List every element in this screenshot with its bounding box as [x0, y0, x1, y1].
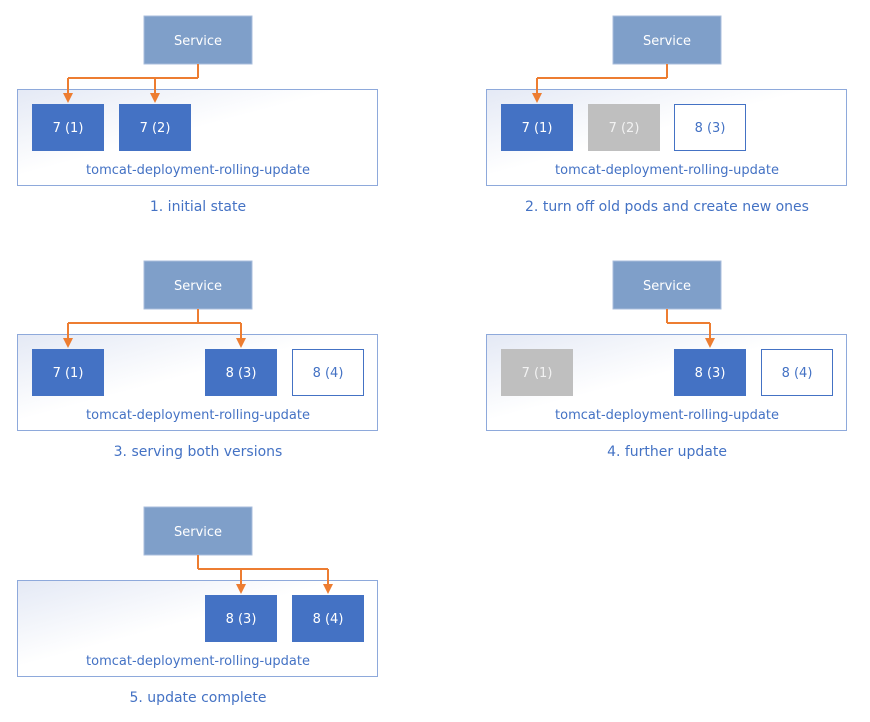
- pod-active: [674, 349, 746, 396]
- pod-label: 7 (1): [522, 366, 553, 381]
- pod-label: 7 (1): [53, 366, 84, 381]
- pod-active: [292, 595, 364, 642]
- service-label: Service: [174, 279, 222, 294]
- panel-caption: 3. serving both versions: [114, 444, 283, 460]
- pod-label: 8 (4): [782, 366, 813, 381]
- panel-1: Service 7 (1) 7 (2) tomcat-deployment-rolli…: [17, 15, 378, 215]
- pod-label: 7 (1): [522, 121, 553, 136]
- pod-active: [205, 349, 277, 396]
- arrow-head-icon: [63, 338, 73, 348]
- pod-active: [205, 595, 277, 642]
- pod-new: [674, 104, 746, 151]
- connector-line: [197, 555, 328, 570]
- pod-active: [501, 104, 573, 151]
- panel-caption: 4. further update: [607, 444, 727, 460]
- pod-label: 8 (3): [695, 366, 726, 381]
- service-label: Service: [643, 34, 691, 49]
- panel-5: Service 8 (3) 8 (4) tomcat-deployment-rolli…: [17, 506, 378, 706]
- service-box: [612, 260, 722, 310]
- pod-label: 8 (4): [313, 612, 344, 627]
- connector-line: [537, 64, 668, 79]
- pod-label: 7 (2): [609, 121, 640, 136]
- deployment-label: tomcat-deployment-rolling-update: [86, 163, 310, 178]
- service-label: Service: [174, 525, 222, 540]
- pod-label: 7 (1): [53, 121, 84, 136]
- arrow-head-icon: [63, 93, 73, 103]
- service-box: [143, 15, 253, 65]
- panel-2: Service 7 (1) 7 (2) 8 (3) tomcat-deployment-…: [486, 15, 847, 215]
- panel-3: Service 7 (1) 8 (3) 8 (4) tomcat-deployment-…: [17, 260, 378, 460]
- pod-label: 8 (4): [313, 366, 344, 381]
- pod-label: 8 (3): [226, 366, 257, 381]
- deployment-label: tomcat-deployment-rolling-update: [555, 163, 779, 178]
- arrow-head-icon: [532, 93, 542, 103]
- pod-label: 8 (3): [226, 612, 257, 627]
- panel-caption: 1. initial state: [150, 199, 246, 215]
- pod-label: 7 (2): [140, 121, 171, 136]
- pod-active: [119, 104, 191, 151]
- pod-old: [588, 104, 660, 151]
- arrow-head-icon: [236, 584, 246, 594]
- service-box: [143, 260, 253, 310]
- pod-label: 8 (3): [695, 121, 726, 136]
- pod-new: [761, 349, 833, 396]
- arrow-head-icon: [236, 338, 246, 348]
- pod-active: [32, 104, 104, 151]
- connector-line: [68, 64, 199, 79]
- arrow-head-icon: [150, 93, 160, 103]
- arrow-head-icon: [705, 338, 715, 348]
- arrow-head-icon: [323, 584, 333, 594]
- panel-caption: 2. turn off old pods and create new ones: [525, 199, 809, 215]
- deployment-label: tomcat-deployment-rolling-update: [86, 654, 310, 669]
- connector-line: [68, 309, 241, 324]
- pod-old: [501, 349, 573, 396]
- pod-active: [32, 349, 104, 396]
- connector-line: [666, 309, 710, 324]
- service-label: Service: [643, 279, 691, 294]
- service-label: Service: [174, 34, 222, 49]
- deployment-label: tomcat-deployment-rolling-update: [555, 408, 779, 423]
- service-box: [612, 15, 722, 65]
- pod-new: [292, 349, 364, 396]
- panel-caption: 5. update complete: [130, 690, 267, 706]
- deployment-label: tomcat-deployment-rolling-update: [86, 408, 310, 423]
- panel-4: Service 7 (1) 8 (3) 8 (4) tomcat-deployment-…: [486, 260, 847, 460]
